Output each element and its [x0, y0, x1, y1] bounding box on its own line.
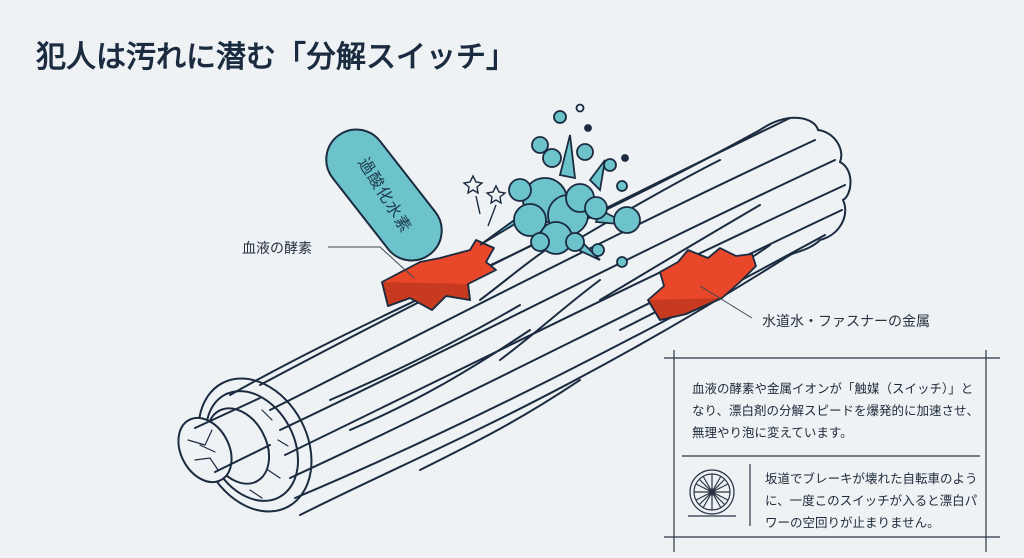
foam-burst	[479, 103, 641, 268]
hydrogen-peroxide-capsule	[325, 128, 443, 262]
sparkle-stars	[462, 174, 507, 227]
info-box-frame	[664, 350, 1000, 552]
callout-enzyme: 血液の酵素	[242, 241, 312, 257]
info-analogy-text: 坂道でブレーキが壊れた自転車のように、一度このスイッチが入ると漂白パワーの空回り…	[765, 471, 978, 530]
leader-lines	[328, 246, 753, 319]
page-title: 犯人は汚れに潜む「分解スイッチ」	[36, 40, 516, 75]
enzyme-catalyst	[381, 239, 497, 311]
metal-catalyst	[647, 247, 757, 321]
callout-metal: 水道水・ファスナーの金属	[762, 314, 930, 330]
bicycle-wheel-icon	[688, 469, 736, 517]
info-main-text: 血液の酵素や金属イオンが「触媒（スイッチ）」となり、漂白剤の分解スピードを爆発的…	[692, 381, 980, 440]
